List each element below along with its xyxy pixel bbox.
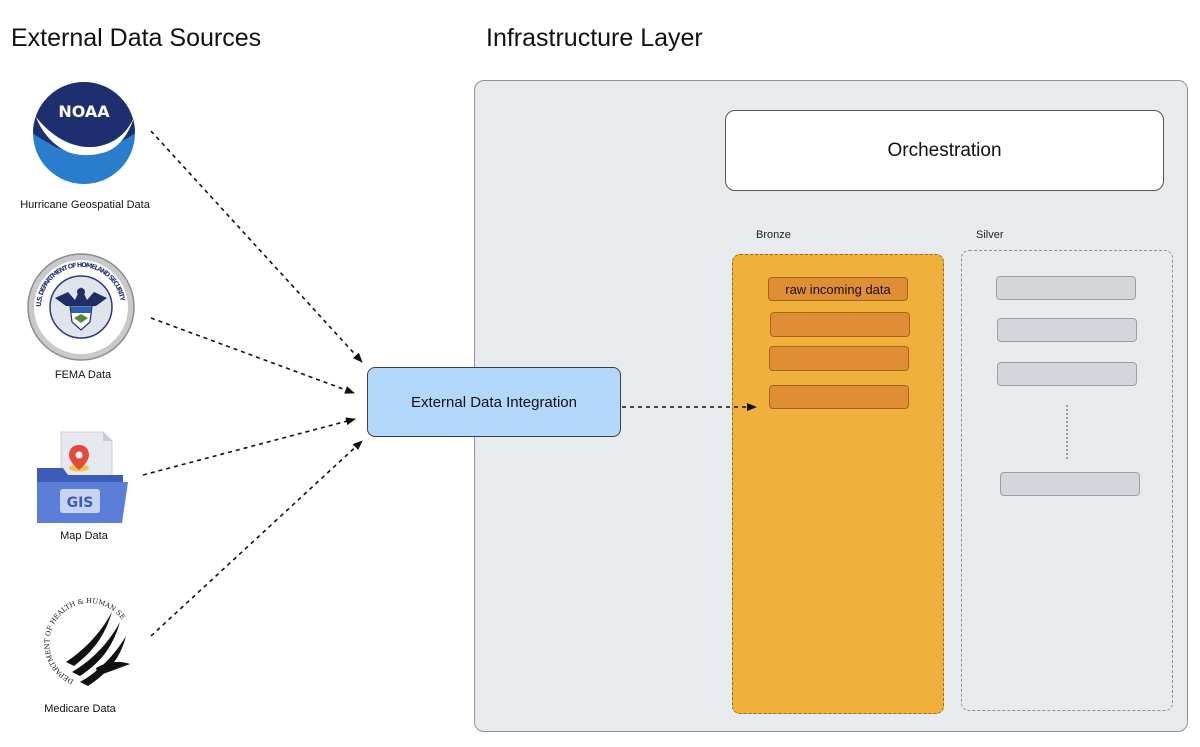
arrow-fema-to-integration (150, 317, 355, 394)
svg-text:NOAA: NOAA (58, 102, 110, 121)
bronze-slot[interactable] (769, 385, 909, 409)
bronze-slot[interactable] (770, 312, 910, 337)
silver-slot[interactable] (1000, 472, 1140, 496)
dhs-seal-icon: U.S. DEPARTMENT OF HOMELAND SECURITY (27, 253, 135, 361)
arrow-gis-to-integration (142, 417, 356, 476)
svg-text:GIS: GIS (67, 495, 94, 511)
external-sources-heading: External Data Sources (11, 24, 262, 52)
source-label-medicare: Medicare Data (44, 703, 116, 715)
source-label-fema: FEMA Data (54, 369, 112, 381)
external-data-integration-box[interactable]: External Data Integration (367, 367, 621, 437)
bronze-slot-raw[interactable]: raw incoming data (768, 277, 908, 301)
infrastructure-heading: Infrastructure Layer (486, 24, 703, 52)
orchestration-label: Orchestration (887, 139, 1002, 161)
orchestration-box[interactable]: Orchestration (725, 110, 1164, 191)
arrow-hhs-to-integration (150, 440, 363, 637)
arrow-noaa-to-integration (150, 130, 363, 363)
source-label-map: Map Data (60, 530, 108, 542)
silver-slot[interactable] (996, 276, 1136, 300)
integration-label: External Data Integration (411, 393, 577, 411)
gis-folder-icon: GIS (37, 431, 128, 523)
noaa-logo-icon: NOAA (33, 82, 135, 184)
source-label-hurricane: Hurricane Geospatial Data (20, 199, 150, 211)
silver-slot[interactable] (997, 362, 1137, 386)
bronze-slot[interactable] (769, 346, 909, 371)
bronze-label: Bronze (756, 229, 791, 241)
silver-label: Silver (976, 229, 1004, 241)
silver-slot[interactable] (997, 318, 1137, 342)
bronze-slot-label: raw incoming data (785, 281, 891, 297)
